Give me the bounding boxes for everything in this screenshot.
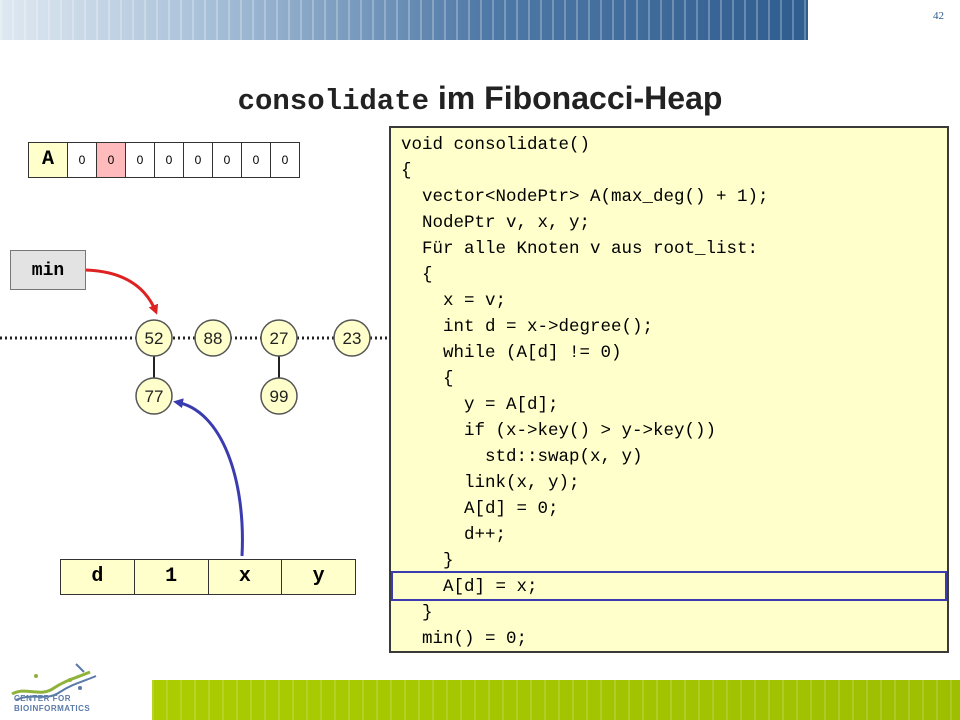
code-line-1: void consolidate() (401, 135, 591, 155)
heap-node-99: 99 (260, 377, 298, 415)
variable-d-value: 1 (134, 560, 209, 594)
heap-node-52: 52 (135, 319, 173, 357)
footer-banner (152, 680, 960, 720)
logo-text-line1: CENTER FOR (14, 694, 71, 703)
code-line-12: if (x->key() > y->key()) (401, 421, 717, 441)
header-banner-pattern (0, 0, 808, 40)
variable-y-label: y (282, 560, 355, 594)
heap-node-77: 77 (135, 377, 173, 415)
page-title: consolidate im Fibonacci-Heap (0, 80, 960, 118)
code-line-19: } (401, 603, 433, 623)
code-line-6: { (401, 265, 433, 285)
code-line-16: d++; (401, 525, 507, 545)
page-title-text: im Fibonacci-Heap (429, 80, 723, 116)
heap-node-23: 23 (333, 319, 371, 357)
array-a-cell-5: 0 (213, 143, 242, 177)
code-line-8: int d = x->degree(); (401, 317, 654, 337)
svg-text:23: 23 (343, 329, 362, 348)
header-banner (0, 0, 808, 40)
array-a-cell-1: 0 (97, 143, 126, 177)
page-number: 42 (933, 10, 944, 22)
array-a-cell-3: 0 (155, 143, 184, 177)
page-title-code: consolidate (237, 85, 430, 118)
svg-text:77: 77 (145, 387, 164, 406)
variables-table: d 1 x y (60, 559, 356, 595)
code-line-2: { (401, 161, 412, 181)
code-line-14: link(x, y); (401, 473, 580, 493)
code-line-5: Für alle Knoten v aus root_list: (401, 239, 759, 259)
footer-banner-pattern (152, 680, 960, 720)
code-line-4: NodePtr v, x, y; (401, 213, 591, 233)
array-a-cell-2: 0 (126, 143, 155, 177)
array-a-label: A (29, 143, 68, 177)
bioinformatics-logo (11, 663, 97, 701)
heap-node-88: 88 (194, 319, 232, 357)
code-line-15: A[d] = 0; (401, 499, 559, 519)
logo-text: CENTER FOR BIOINFORMATICS (14, 694, 90, 714)
code-line-10: { (401, 369, 454, 389)
code-line-11: y = A[d]; (401, 395, 559, 415)
current-line-highlight (391, 571, 947, 601)
variable-x-label: x (208, 560, 283, 594)
code-line-7: x = v; (401, 291, 507, 311)
array-a-cell-6: 0 (242, 143, 271, 177)
code-line-13: std::swap(x, y) (401, 447, 643, 467)
array-a-cell-0: 0 (68, 143, 97, 177)
code-panel: void consolidate() { vector<NodePtr> A(m… (389, 126, 949, 653)
array-a-cell-4: 0 (184, 143, 213, 177)
code-line-17: } (401, 551, 454, 571)
heap-node-27: 27 (260, 319, 298, 357)
array-a: A 0 0 0 0 0 0 0 0 (28, 142, 300, 178)
code-line-9: while (A[d] != 0) (401, 343, 622, 363)
array-a-cell-7: 0 (271, 143, 299, 177)
x-pointer-arrow (173, 398, 244, 557)
svg-text:27: 27 (270, 329, 289, 348)
min-pointer-arrow (85, 268, 159, 315)
svg-text:52: 52 (145, 329, 164, 348)
logo-text-line2: BIOINFORMATICS (14, 704, 91, 713)
code-line-3: vector<NodePtr> A(max_deg() + 1); (401, 187, 769, 207)
min-pointer-box: min (10, 250, 86, 290)
svg-text:88: 88 (204, 329, 223, 348)
svg-text:99: 99 (270, 387, 289, 406)
variable-d-label: d (61, 560, 135, 594)
code-line-20: min() = 0; (401, 629, 528, 649)
code-line-18: A[d] = x; (401, 577, 538, 597)
